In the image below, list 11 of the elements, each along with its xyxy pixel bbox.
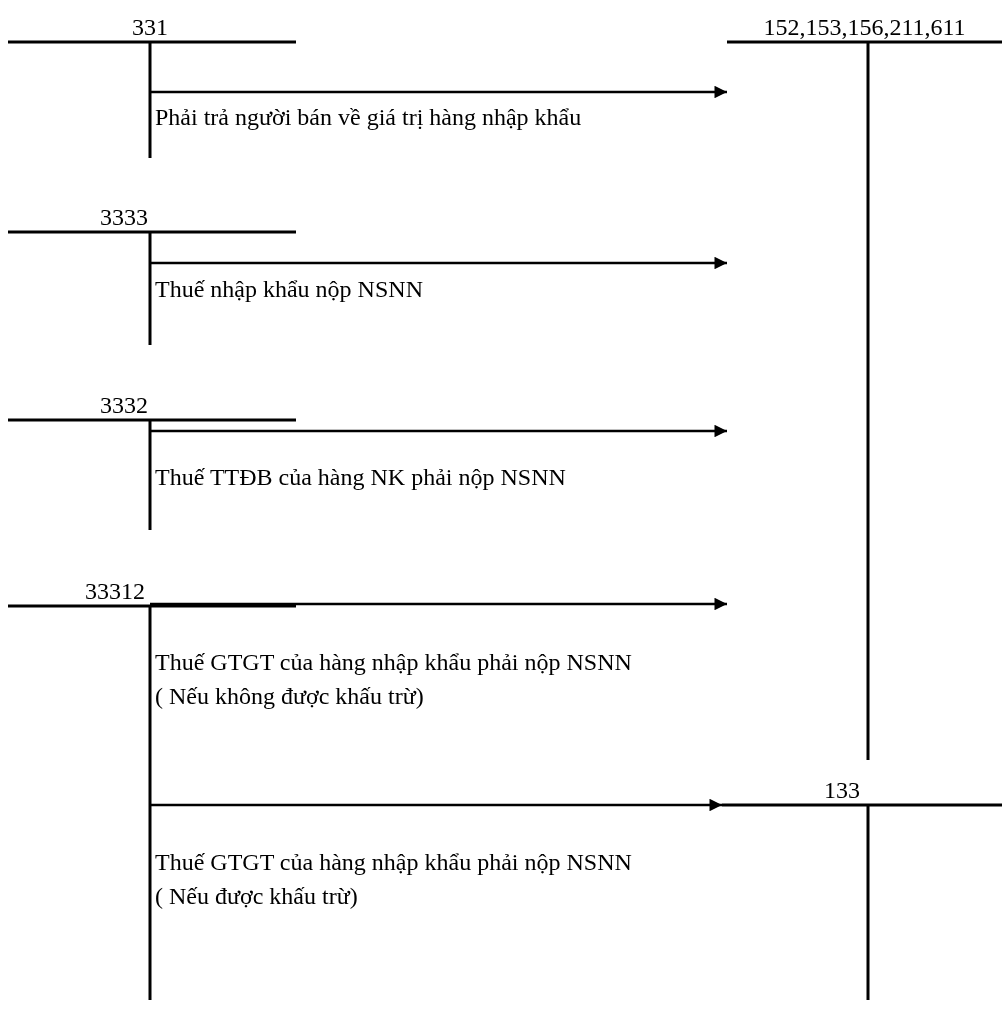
arrow: [150, 256, 727, 270]
arrow: [150, 85, 727, 99]
account-number: 3333: [99, 204, 148, 230]
account-number: 133: [823, 777, 861, 803]
account-number: 152,153,156,211,611: [762, 14, 967, 40]
account-number: 331: [131, 14, 169, 40]
arrow: [150, 424, 727, 438]
account-number: 33312: [84, 578, 145, 604]
arrow: [150, 798, 722, 812]
account-number: 3332: [99, 392, 148, 418]
arrow: [150, 597, 727, 611]
